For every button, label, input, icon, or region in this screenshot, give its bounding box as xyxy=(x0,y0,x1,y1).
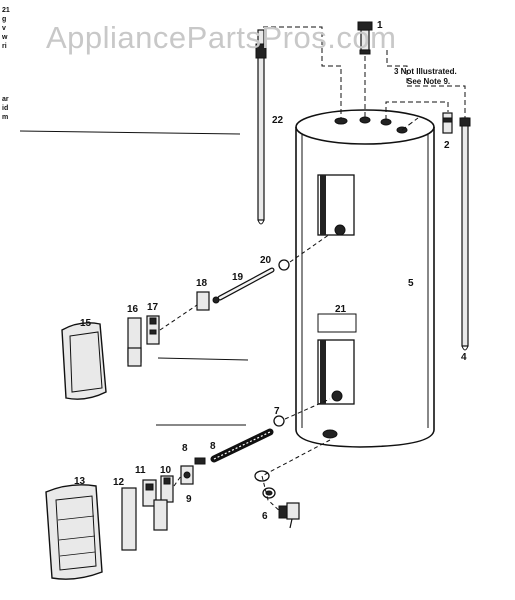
margin-text-3: v xyxy=(2,25,6,32)
part-19-upper-element xyxy=(217,267,275,301)
part-20-gasket xyxy=(278,259,290,271)
part-14-lower-cover xyxy=(45,484,103,580)
callout-11: 10 xyxy=(160,465,172,476)
callout-2: 2 xyxy=(444,140,450,151)
callout-16: 16 xyxy=(127,304,139,315)
part-18-bracket xyxy=(196,291,220,311)
margin-text-1: 21 xyxy=(2,7,10,14)
part-16-insulation xyxy=(127,317,142,367)
callout-14: 13 xyxy=(74,476,86,487)
callout-7: 7 xyxy=(274,406,280,417)
part-17-upper-thermostat xyxy=(146,315,160,345)
part-12-insulation xyxy=(142,479,168,531)
callout-15: 15 xyxy=(80,318,92,329)
callout-17: 17 xyxy=(147,302,159,313)
part-10-bracket xyxy=(180,465,194,485)
callout-10: 9 xyxy=(186,494,192,505)
note-line-2: See Note 9. xyxy=(407,77,450,86)
part-6-drain-valve xyxy=(254,470,300,529)
margin-text-7: id xyxy=(2,105,8,112)
part-7-gasket xyxy=(273,415,285,427)
callout-19: 19 xyxy=(232,272,244,283)
callout-9: 8 xyxy=(182,443,188,454)
callout-13: 12 xyxy=(113,477,125,488)
part-11-lower-thermostat xyxy=(160,475,174,503)
callout-1: 1 xyxy=(377,20,383,31)
margin-text-6: ar xyxy=(2,96,9,103)
top-leaders xyxy=(263,26,466,131)
margin-text-8: m xyxy=(2,114,8,121)
callout-12: 11 xyxy=(135,465,146,476)
callout-8: 8 xyxy=(210,441,216,452)
part-4-dip-tube xyxy=(459,117,471,351)
callout-4: 4 xyxy=(461,352,467,363)
watermark: AppliancePartsPros.com xyxy=(46,20,396,55)
margin-text-2: g xyxy=(2,16,6,23)
callout-21: 21 xyxy=(335,304,347,315)
part-22-anode-rod xyxy=(255,29,267,225)
callout-22: 22 xyxy=(272,115,284,126)
callout-5: 5 xyxy=(408,278,414,289)
water-heater-tank xyxy=(295,109,435,448)
part-15-upper-cover xyxy=(61,322,107,400)
part-9-screw xyxy=(194,457,206,465)
upper-guide-line xyxy=(157,357,249,361)
part-8-lower-element xyxy=(210,428,274,463)
margin-text-5: ri xyxy=(2,43,7,50)
margin-text-4: w xyxy=(1,34,8,41)
drain-leader xyxy=(261,439,331,517)
margin-rule xyxy=(19,130,241,135)
part-13-insulation xyxy=(121,487,137,551)
part-2-heat-trap xyxy=(442,112,453,134)
note-line-1: 3 Not Illustrated. xyxy=(394,67,457,76)
callout-20: 20 xyxy=(260,255,272,266)
callout-6: 6 xyxy=(262,511,268,522)
callout-18: 18 xyxy=(196,278,208,289)
margin-text: 21 g v w ri ar id m xyxy=(1,7,10,121)
part-1-fitting xyxy=(357,21,373,55)
